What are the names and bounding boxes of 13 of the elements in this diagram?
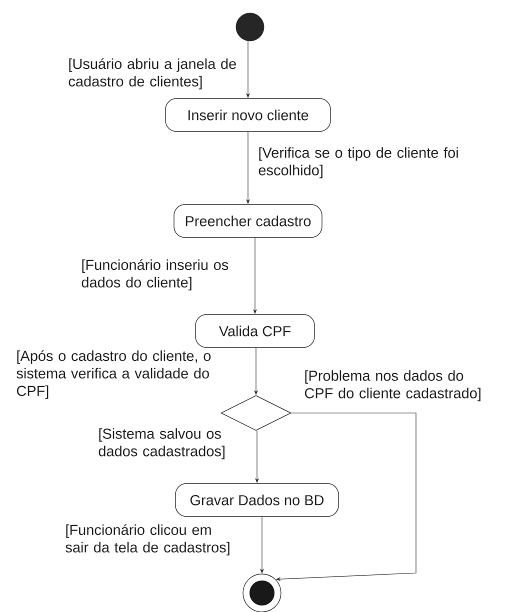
edge-label: [Funcionário inseriu os dados do cliente] <box>82 259 228 290</box>
edge-label: [Problema nos dados do CPF do cliente cadastrado] <box>304 370 480 402</box>
edge-label: [Sistema salvou os dados cadastrados] <box>98 428 224 460</box>
initial-node <box>236 12 264 42</box>
edge-label: [Verifica se o tipo de cliente foi escolhido] <box>258 147 458 178</box>
edge-label: [Funcionário clicou em sair da tela de cadastros] <box>66 524 230 556</box>
edge-label: [Usuário abriu a janela de cadastro de clientes] <box>68 58 236 90</box>
action-box: Gravar Dados no BD <box>175 483 339 517</box>
edge-label: [Após o cadastro do cliente, o sistema verifica a validade do CPF] <box>16 350 211 399</box>
final-node <box>242 574 282 612</box>
action-box: Valida CPF <box>195 314 315 348</box>
action-box: Inserir novo cliente <box>165 98 331 132</box>
action-box: Preencher cadastro <box>174 204 322 238</box>
